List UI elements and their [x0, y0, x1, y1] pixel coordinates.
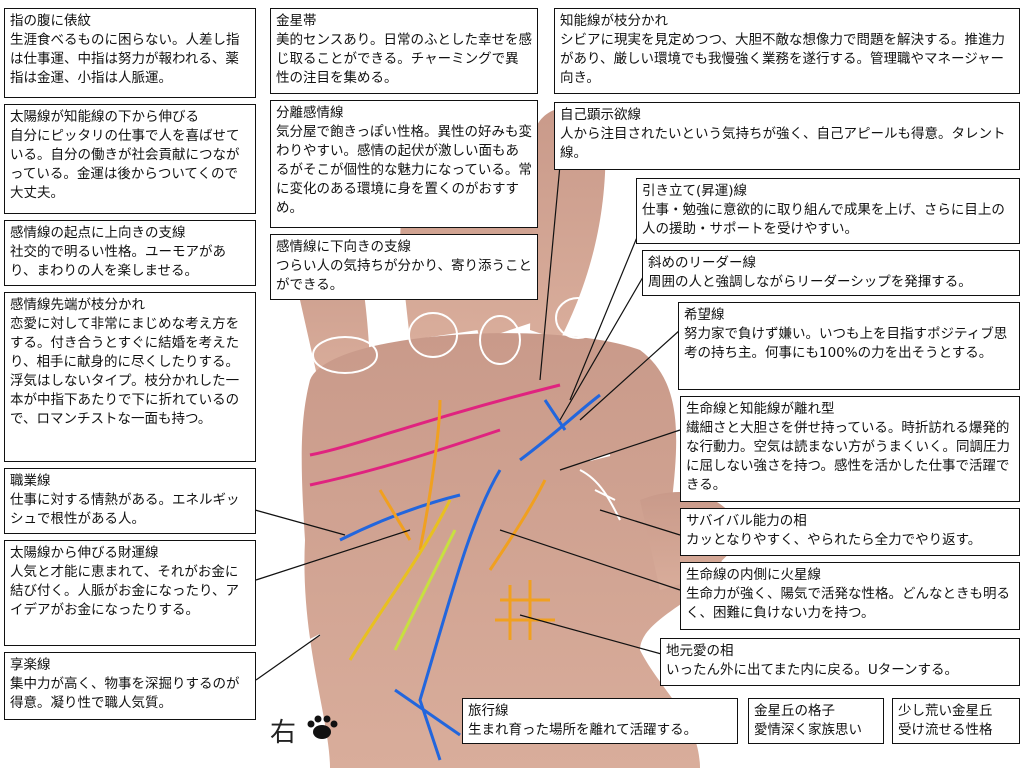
label-desc: 自分にピッタリの仕事で人を喜ばせている。自分の働きが社会貢献につながっている。金… [10, 128, 240, 201]
label-separate-heart-line: 分離感情線 気分屋で飽きっぽい性格。異性の好みも変わりやすい。感情の起伏が激しい… [270, 100, 538, 228]
hand-side-label: 右 [270, 718, 297, 748]
happy-line [393, 529, 457, 651]
label-rough-venus: 少し荒い金星丘 受け流せる性格 [892, 698, 1020, 744]
venus-grid [495, 580, 555, 640]
label-title: 地元愛の相 [666, 643, 734, 659]
label-local-love: 地元愛の相 いったん外に出てまた内に戻る。Uターンする。 [660, 638, 1020, 686]
label-title: 引き立て(昇運)線 [642, 183, 748, 199]
label-title: 享楽線 [10, 657, 51, 673]
label-title: 金星帯 [276, 13, 317, 29]
label-desc: 集中力が高く、物事を深掘りするのが得意。凝り性で職人気質。 [10, 676, 240, 711]
label-desc: 愛情深く家族思い [754, 722, 862, 738]
label-desc: 受け流せる性格 [898, 722, 993, 738]
label-desc: つらい人の気持ちが分かり、寄り添うことができる。 [276, 258, 532, 293]
mars-line [488, 479, 547, 571]
label-desc: 人気と才能に恵まれて、それがお金に結び付く。人脈がお金になったり、アイデアがお金… [10, 564, 239, 618]
label-title: 知能線が枝分かれ [560, 13, 668, 29]
label-pleasure-line: 享楽線 集中力が高く、物事を深掘りするのが得意。凝り性で職人気質。 [4, 652, 256, 720]
label-title: 太陽線から伸びる財運線 [10, 545, 159, 561]
label-title: 斜めのリーダー線 [648, 255, 756, 271]
label-finger-pad: 指の腹に俵紋 生涯食べるものに困らない。人差し指は仕事運、中指は努力が報われる、… [4, 8, 256, 98]
label-title: 分離感情線 [276, 105, 344, 121]
label-title: 旅行線 [468, 703, 509, 719]
label-desc: 仕事に対する情熱がある。エネルギッシュで根性がある人。 [10, 492, 240, 527]
fate-line [348, 499, 452, 661]
fingerprint-index [312, 336, 378, 374]
label-desc: 恋愛に対して非常にまじめな考え方をする。付き合うとすぐに結婚を考えたり、相手に献… [10, 316, 240, 427]
label-desc: 人から注目されたいという気持ちが強く、自己アピールも得意。タレント線。 [560, 126, 1006, 161]
label-venus-belt: 金星帯 美的センスあり。日常のふとした幸せを感じ取ることができる。チャーミングで… [270, 8, 538, 94]
label-title: 希望線 [684, 307, 725, 323]
label-desc: 周囲の人と強調しながらリーダーシップを発揮する。 [648, 274, 972, 290]
fingerprint-middle [408, 312, 458, 358]
label-travel-line: 旅行線 生まれ育った場所を離れて活躍する。 [462, 698, 738, 744]
label-desc: 生涯食べるものに困らない。人差し指は仕事運、中指は努力が報われる、薬指は金運、小… [10, 32, 240, 86]
survival-line [579, 469, 621, 521]
label-heart-end-fork: 感情線先端が枝分かれ 恋愛に対して非常にまじめな考え方をする。付き合うとすぐに結… [4, 292, 256, 462]
travel-line [394, 688, 461, 737]
label-title: 指の腹に俵紋 [10, 13, 91, 29]
label-desc: 生まれ育った場所を離れて活躍する。 [468, 722, 698, 738]
life-line [418, 469, 502, 761]
label-title: 感情線に下向きの支線 [276, 239, 411, 255]
connectors [254, 164, 681, 681]
label-title: 自己顕示欲線 [560, 107, 641, 123]
label-desc: 気分屋で飽きっぽい性格。異性の好みも変わりやすい。感情の起伏が激しい面もあるがそ… [276, 124, 532, 216]
label-title: 生命線の内側に火星線 [686, 567, 821, 583]
label-title: 太陽線が知能線の下から伸びる [10, 109, 199, 125]
heart-line [309, 383, 561, 457]
label-heart-down-branch: 感情線に下向きの支線 つらい人の気持ちが分かり、寄り添うことができる。 [270, 234, 538, 300]
label-title: 感情線先端が枝分かれ [10, 297, 145, 313]
fingerprint-ring [479, 315, 521, 365]
label-hope-line: 希望線 努力家で負けず嫌い。いつも上を目指すポジティブ思考の持ち主。何事にも10… [678, 302, 1020, 390]
label-heart-start-branch: 感情線の起点に上向きの支線 社交的で明るい性格。ユーモアがあり、まわりの人を楽し… [4, 220, 256, 286]
fingerprint-little [555, 297, 601, 339]
label-title: 感情線の起点に上向きの支線 [10, 225, 186, 241]
label-venus-grid: 金星丘の格子 愛情深く家族思い [748, 698, 884, 744]
head-line-branch [519, 393, 601, 462]
label-title: 金星丘の格子 [754, 703, 835, 719]
head-line [339, 493, 461, 542]
label-desc: シビアに現実を見定めつつ、大胆不敵な想像力で問題を解決する。推進力があり、厳しい… [560, 32, 1005, 86]
label-title: 少し荒い金星丘 [898, 703, 993, 719]
label-life-head-separated: 生命線と知能線が離れ型 繊細さと大胆さを併せ持っている。時折訪れる爆発的な行動力… [680, 396, 1020, 502]
label-self-display-line: 自己顕示欲線 人から注目されたいという気持ちが強く、自己アピールも得意。タレント… [554, 102, 1020, 170]
sun-line [418, 399, 442, 551]
heart-line-lower [309, 428, 501, 487]
label-title: サバイバル能力の相 [686, 513, 807, 529]
label-career-line: 職業線 仕事に対する情熱がある。エネルギッシュで根性がある人。 [4, 468, 256, 534]
label-desc: 繊細さと大胆さを併せ持っている。時折訪れる爆発的な行動力。空気は読まない方がうま… [686, 420, 1010, 493]
label-title: 生命線と知能線が離れ型 [686, 401, 835, 417]
paw-icon [307, 715, 338, 739]
label-desc: 努力家で負けず嫌い。いつも上を目指すポジティブ思考の持ち主。何事にも100%の力… [684, 326, 1008, 361]
label-survival: サバイバル能力の相 カッとなりやすく、やられたら全力でやり返す。 [680, 508, 1020, 556]
label-wealth-line: 太陽線から伸びる財運線 人気と才能に恵まれて、それがお金に結び付く。人脈がお金に… [4, 540, 256, 646]
label-desc: 社交的で明るい性格。ユーモアがあり、まわりの人を楽しませる。 [10, 244, 226, 279]
label-title: 職業線 [10, 473, 51, 489]
label-desc: 美的センスあり。日常のふとした幸せを感じ取ることができる。チャーミングで異性の注… [276, 32, 532, 86]
label-promotion-line: 引き立て(昇運)線 仕事・勉強に意欲的に取り組んで成果を上げ、さらに目上の人の援… [636, 178, 1020, 244]
label-desc: カッとなりやすく、やられたら全力でやり返す。 [686, 532, 982, 548]
label-desc: 仕事・勉強に意欲的に取り組んで成果を上げ、さらに目上の人の援助・サポートを受けや… [642, 202, 1005, 237]
palm-body [301, 333, 722, 768]
leader-line [543, 399, 567, 431]
label-sun-line-head: 太陽線が知能線の下から伸びる 自分にピッタリの仕事で人を喜ばせている。自分の働き… [4, 104, 256, 214]
label-desc: 生命力が強く、陽気で活発な性格。どんなときも明るく、困難に負けない力を持つ。 [686, 586, 1010, 621]
label-leader-line: 斜めのリーダー線 周囲の人と強調しながらリーダーシップを発揮する。 [642, 250, 1020, 296]
label-desc: いったん外に出てまた内に戻る。Uターンする。 [666, 662, 959, 678]
label-head-line-fork: 知能線が枝分かれ シビアに現実を見定めつつ、大胆不敵な想像力で問題を解決する。推… [554, 8, 1020, 94]
label-mars-line: 生命線の内側に火星線 生命力が強く、陽気で活発な性格。どんなときも明るく、困難に… [680, 562, 1020, 630]
